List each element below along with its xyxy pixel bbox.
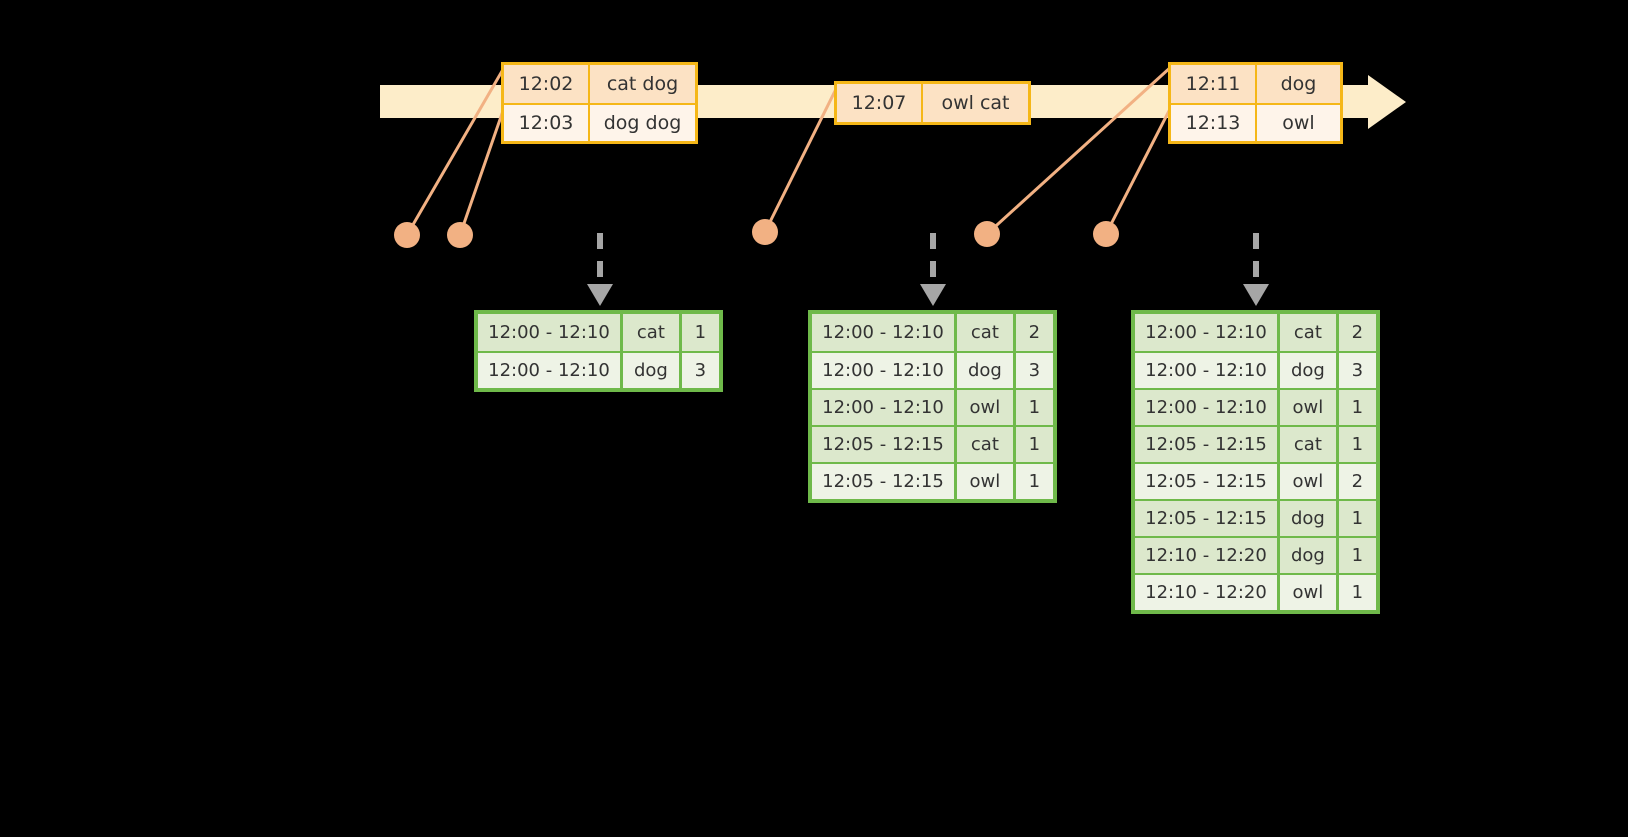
event-words: owl — [1282, 112, 1315, 134]
connector-dot-3[interactable] — [752, 219, 778, 245]
result-window: 12:10 - 12:20 — [1135, 575, 1280, 610]
result-word: owl — [1280, 464, 1339, 499]
result-count: 3 — [1351, 360, 1364, 381]
result-word: dog — [1280, 353, 1339, 388]
event-box-group-1[interactable]: 12:02 cat dog 12:03 dog dog — [501, 62, 698, 144]
result-window: 12:00 - 12:10 — [1135, 390, 1280, 425]
result-window: 12:00 - 12:10 — [812, 353, 957, 388]
event-row[interactable]: 12:03 dog dog — [504, 103, 695, 141]
result-count: 3 — [694, 360, 707, 381]
connector-dots-group — [394, 219, 1119, 248]
result-count: 1 — [1351, 545, 1364, 566]
event-time: 12:03 — [504, 105, 590, 141]
event-row[interactable]: 12:13 owl — [1171, 103, 1340, 141]
result-word: cat — [1280, 427, 1339, 462]
result-window: 12:00 - 12:10 — [1135, 314, 1280, 351]
result-count: 1 — [1028, 471, 1041, 492]
result-count: 3 — [1028, 360, 1041, 381]
result-window: 12:05 - 12:15 — [1135, 501, 1280, 536]
event-words: dog — [1280, 73, 1317, 95]
result-window: 12:05 - 12:15 — [1135, 427, 1280, 462]
dashed-arrows-group — [587, 233, 1269, 306]
event-words: dog dog — [603, 112, 682, 134]
result-count: 1 — [1028, 397, 1041, 418]
result-word: owl — [1280, 390, 1339, 425]
result-window: 12:05 - 12:15 — [1135, 464, 1280, 499]
event-time: 12:07 — [837, 84, 923, 122]
result-count: 2 — [1351, 322, 1364, 343]
event-time: 12:11 — [1171, 65, 1257, 103]
result-count: 1 — [694, 322, 707, 343]
event-words: owl cat — [941, 92, 1010, 114]
dashed-arrow-3-head-icon — [1243, 284, 1269, 306]
timeline-arrowhead-icon — [1368, 75, 1406, 129]
result-count: 1 — [1028, 434, 1041, 455]
result-word: dog — [957, 353, 1016, 388]
event-row[interactable]: 12:11 dog — [1171, 65, 1340, 103]
event-words: cat dog — [606, 73, 679, 95]
connector-line-5 — [1104, 104, 1174, 235]
result-window: 12:00 - 12:10 — [812, 314, 957, 351]
result-word: dog — [1280, 538, 1339, 573]
result-count: 2 — [1351, 471, 1364, 492]
event-row[interactable]: 12:02 cat dog — [504, 65, 695, 103]
result-word: dog — [623, 353, 682, 388]
event-box-group-2[interactable]: 12:07 owl cat — [834, 81, 1031, 125]
event-time: 12:13 — [1171, 105, 1257, 141]
connector-dot-1[interactable] — [394, 222, 420, 248]
connector-line-2 — [458, 104, 507, 236]
result-word: cat — [957, 314, 1016, 351]
connector-dot-4[interactable] — [974, 221, 1000, 247]
result-word: owl — [957, 390, 1016, 425]
dashed-arrow-2-head-icon — [920, 284, 946, 306]
result-window: 12:05 - 12:15 — [812, 427, 957, 462]
result-word: cat — [957, 427, 1016, 462]
connector-dot-2[interactable] — [447, 222, 473, 248]
connector-dot-5[interactable] — [1093, 221, 1119, 247]
event-box-group-3[interactable]: 12:11 dog 12:13 owl — [1168, 62, 1343, 144]
result-word: owl — [957, 464, 1016, 499]
result-word: dog — [1280, 501, 1339, 536]
result-count: 1 — [1351, 397, 1364, 418]
result-word: cat — [623, 314, 682, 351]
result-window: 12:00 - 12:10 — [812, 390, 957, 425]
result-count: 1 — [1351, 434, 1364, 455]
event-time: 12:02 — [504, 65, 590, 103]
result-window: 12:00 - 12:10 — [478, 353, 623, 388]
result-count: 1 — [1351, 508, 1364, 529]
result-word: owl — [1280, 575, 1339, 610]
dashed-arrow-1-head-icon — [587, 284, 613, 306]
result-count: 1 — [1351, 582, 1364, 603]
result-window: 12:10 - 12:20 — [1135, 538, 1280, 573]
result-word: cat — [1280, 314, 1339, 351]
result-count: 2 — [1028, 322, 1041, 343]
result-window: 12:00 - 12:10 — [1135, 353, 1280, 388]
result-window: 12:05 - 12:15 — [812, 464, 957, 499]
event-row[interactable]: 12:07 owl cat — [837, 84, 1028, 122]
result-window: 12:00 - 12:10 — [478, 314, 623, 351]
